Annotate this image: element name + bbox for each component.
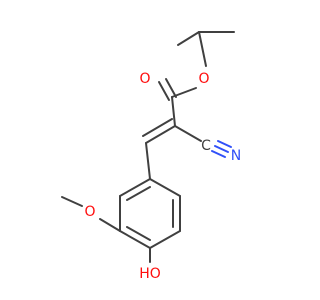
bond-carbonyl-alpha bbox=[171, 96, 176, 127]
bond-isopropyl-left bbox=[177, 31, 200, 46]
bond-triple-1 bbox=[214, 145, 229, 153]
bond-ring-methoxy-o bbox=[99, 218, 121, 232]
bond-carbonyl-double-b bbox=[158, 81, 170, 101]
bond-triple-3 bbox=[217, 140, 232, 148]
bond-alpha-nitrile bbox=[174, 125, 202, 142]
ring-bond-6 bbox=[119, 178, 151, 197]
ring-bond-3 bbox=[149, 230, 181, 249]
atom-ester-oxygen: O bbox=[198, 71, 209, 87]
molecule-structure: O O C N O HO bbox=[61, 31, 241, 282]
bond-alkene-a bbox=[145, 125, 176, 144]
atom-methoxy-oxygen: O bbox=[84, 204, 95, 220]
bond-carbonyl-double-a bbox=[165, 78, 177, 98]
atom-hydroxyl: HO bbox=[139, 266, 161, 282]
atom-carbonyl-oxygen: O bbox=[139, 71, 150, 87]
bond-vinyl-ring bbox=[145, 142, 151, 180]
bond-methoxy-ch3 bbox=[61, 196, 83, 207]
bond-alkene-b bbox=[142, 118, 173, 137]
ring-inner-3 bbox=[126, 226, 151, 241]
ring-bond-4 bbox=[119, 230, 151, 249]
bond-triple-2 bbox=[211, 150, 226, 158]
ring-inner-1 bbox=[126, 186, 151, 201]
structure-canvas: O O C N O HO bbox=[61, 31, 241, 282]
bond-isopropyl-o bbox=[198, 31, 207, 67]
atom-nitrile-nitrogen: N bbox=[231, 148, 241, 164]
atom-nitrile-carbon: C bbox=[201, 138, 211, 154]
ring-bond-1 bbox=[149, 178, 181, 197]
